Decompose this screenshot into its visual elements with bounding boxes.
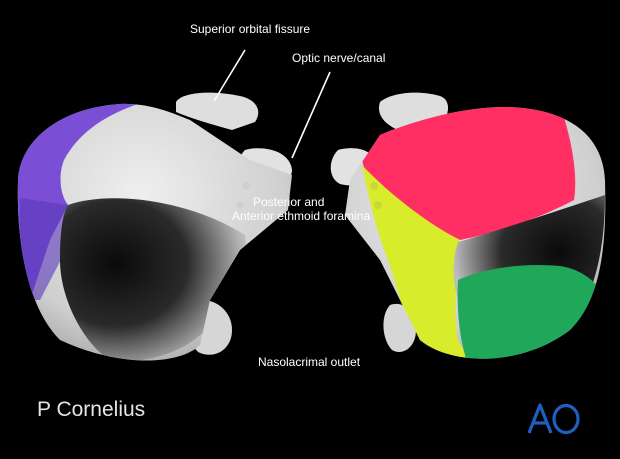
- credit-text: P Cornelius: [37, 398, 146, 421]
- label-ethmoid-line1: Posterior and: [253, 195, 325, 209]
- left-orbit: [17, 92, 292, 361]
- label-optic-nerve-canal: Optic nerve/canal: [292, 51, 386, 65]
- right-ethmoid-foramen-1: [370, 182, 378, 190]
- right-ethmoid-foramen-2: [374, 201, 382, 209]
- ao-logo-icon: [527, 401, 581, 435]
- leader-line-optic: [291, 71, 331, 159]
- label-ethmoid-line2: Anterior ethmoid foramina: [232, 209, 371, 223]
- label-superior-orbital-fissure: Superior orbital fissure: [190, 22, 311, 36]
- left-orbit-cavity: [60, 198, 246, 361]
- right-lower-process: [383, 303, 416, 352]
- leader-line-sof: [213, 49, 246, 102]
- label-nasolacrimal-outlet: Nasolacrimal outlet: [258, 355, 361, 369]
- left-ethmoid-foramen-1: [242, 182, 250, 190]
- right-red-region: [360, 106, 576, 240]
- left-sof-ridge: [176, 92, 259, 130]
- right-yellow-region: [362, 165, 470, 359]
- right-orbit: [330, 92, 606, 359]
- left-ethmoid-foramen-2: [236, 201, 244, 209]
- label-ethmoid-foramina: Posterior and Anterior ethmoid foramina: [232, 195, 370, 223]
- right-green-region: [457, 264, 605, 359]
